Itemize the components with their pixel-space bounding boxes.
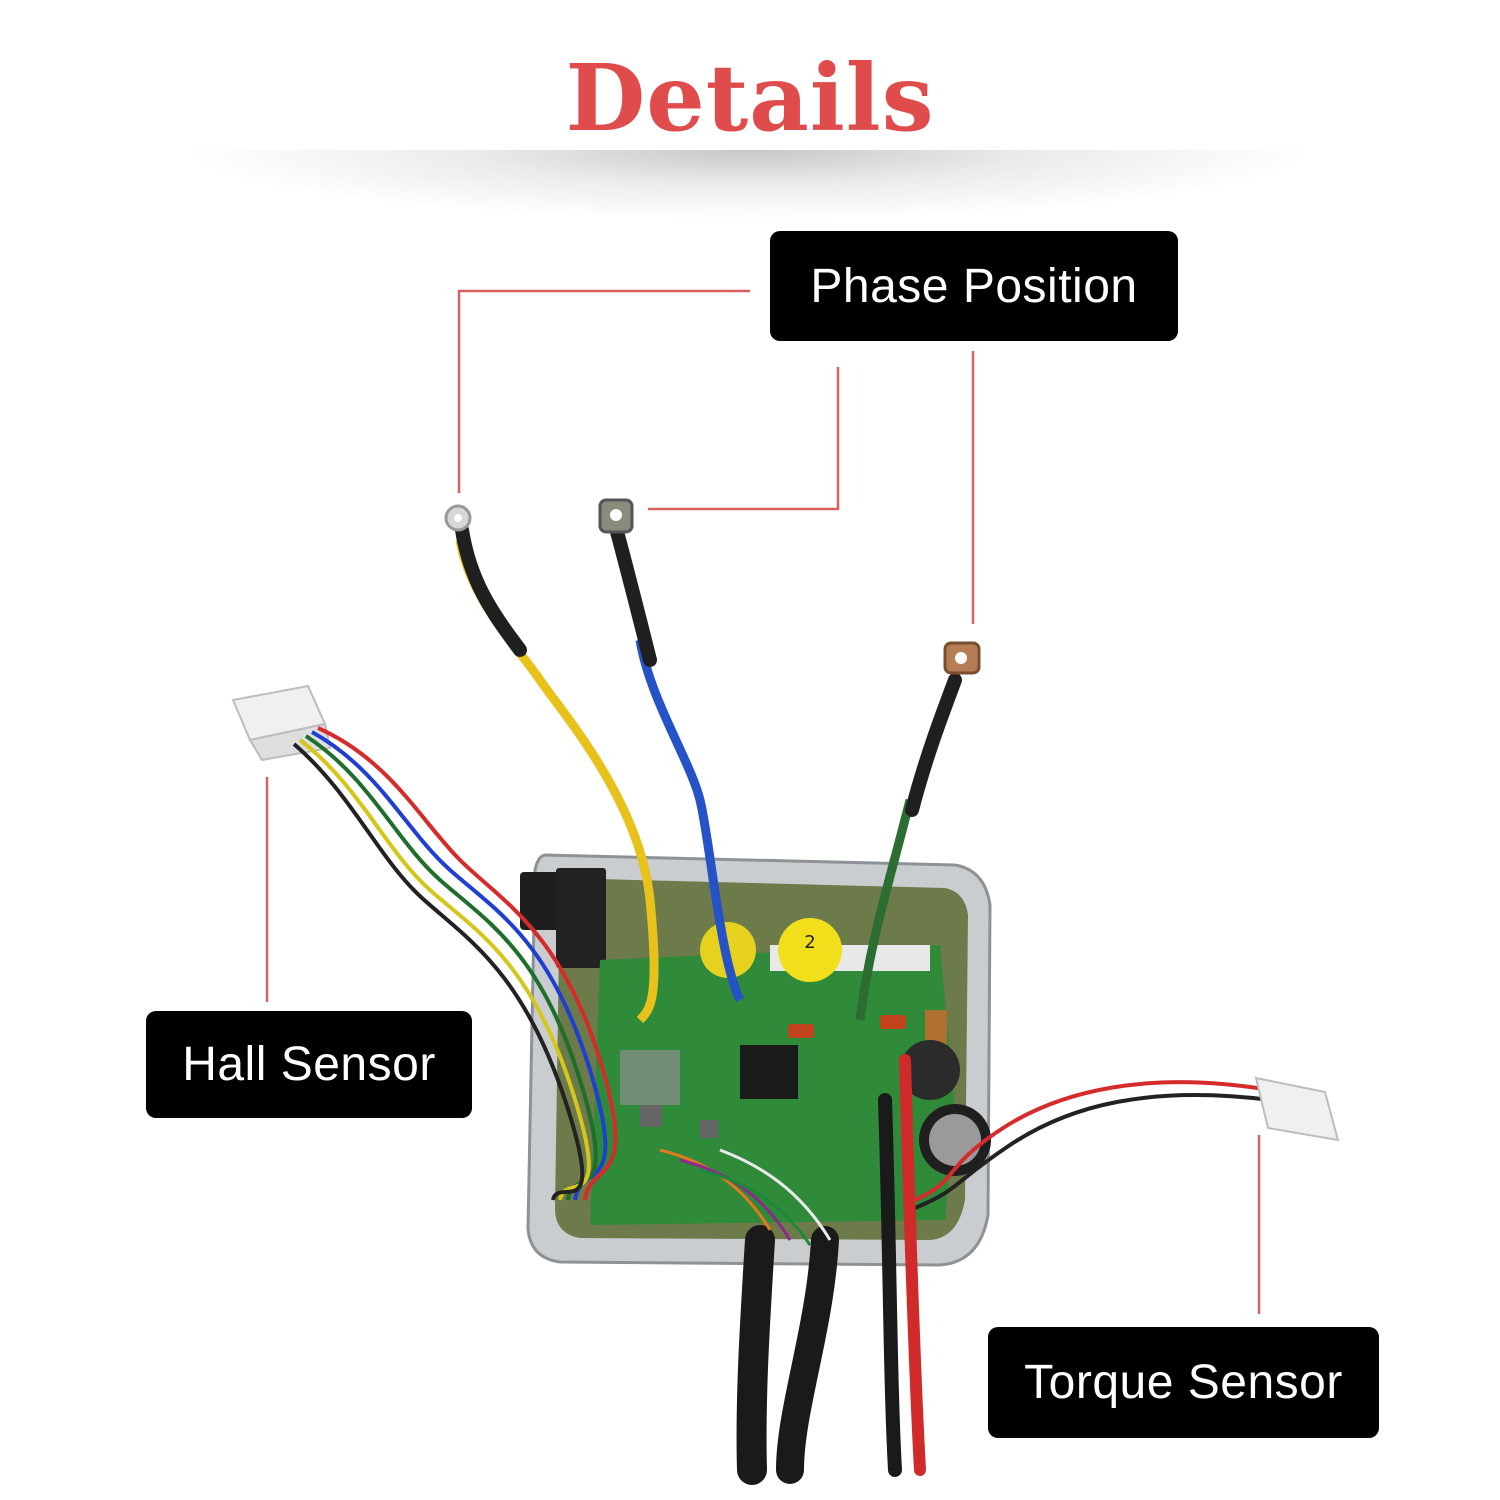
title-divider-shadow	[180, 150, 1320, 220]
phase-position-label: Phase Position	[770, 231, 1178, 341]
torque-sensor-label: Torque Sensor	[988, 1327, 1379, 1438]
leader-line-phase-blue	[648, 367, 840, 511]
phase-wire-yellow	[444, 504, 659, 1024]
leader-line-phase-yellow	[457, 289, 750, 493]
hall-sensor-wires	[292, 726, 618, 1201]
phase-wire-blue	[598, 498, 745, 1003]
hall-sensor-connector	[231, 684, 332, 762]
page-title: Details	[565, 44, 935, 152]
phase-wire-green	[855, 641, 981, 1021]
leader-lines	[265, 289, 1261, 1314]
svg-text:2: 2	[804, 932, 815, 953]
torque-sensor-connector	[1254, 1076, 1340, 1142]
hall-sensor-label: Hall Sensor	[146, 1011, 472, 1118]
main-cables	[736, 1054, 926, 1485]
torque-sensor-wires	[909, 1080, 1271, 1212]
signal-wires-bundle	[659, 1148, 832, 1246]
